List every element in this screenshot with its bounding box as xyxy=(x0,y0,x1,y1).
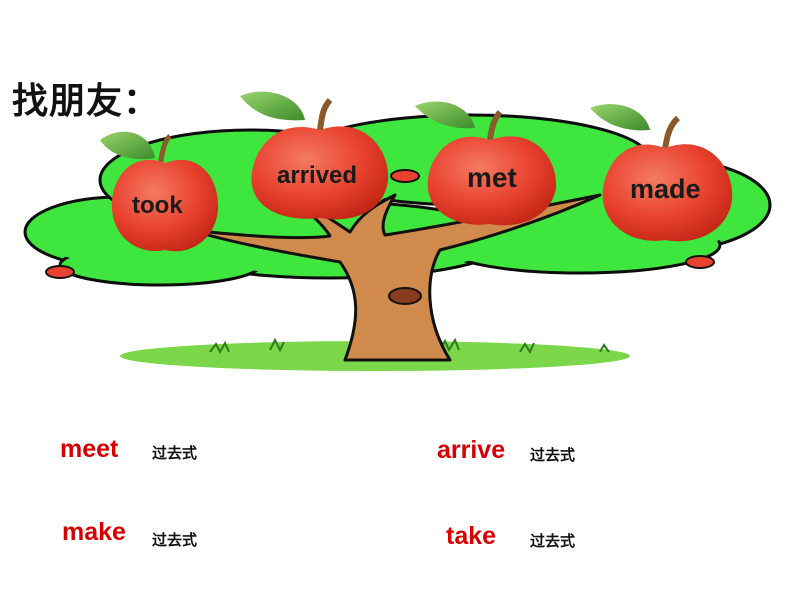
apple-took xyxy=(100,131,219,252)
apple-made xyxy=(590,104,733,242)
trunk-knot xyxy=(388,287,422,305)
tree-trunk xyxy=(188,188,602,362)
base-verb: meet xyxy=(60,435,119,463)
page-title: 找朋友： xyxy=(12,81,161,122)
arrow-label: 过去式 xyxy=(152,531,198,549)
apple-word: arrived xyxy=(277,162,358,189)
apple-word: took xyxy=(132,192,183,219)
base-verb: arrive xyxy=(437,436,506,464)
arrow-label: 过去式 xyxy=(530,446,576,464)
base-verb: make xyxy=(62,518,126,546)
apple-arrived xyxy=(240,91,389,220)
apple-word: made xyxy=(630,174,701,204)
arrow-label: 过去式 xyxy=(530,532,576,550)
apple-word: met xyxy=(467,162,517,193)
grass-tufts xyxy=(209,337,610,355)
apple-tree-illustration xyxy=(23,91,772,371)
base-verb: take xyxy=(446,522,497,550)
arrow-label: 过去式 xyxy=(152,444,198,462)
small-apples xyxy=(45,169,715,279)
apple-met xyxy=(415,101,557,226)
